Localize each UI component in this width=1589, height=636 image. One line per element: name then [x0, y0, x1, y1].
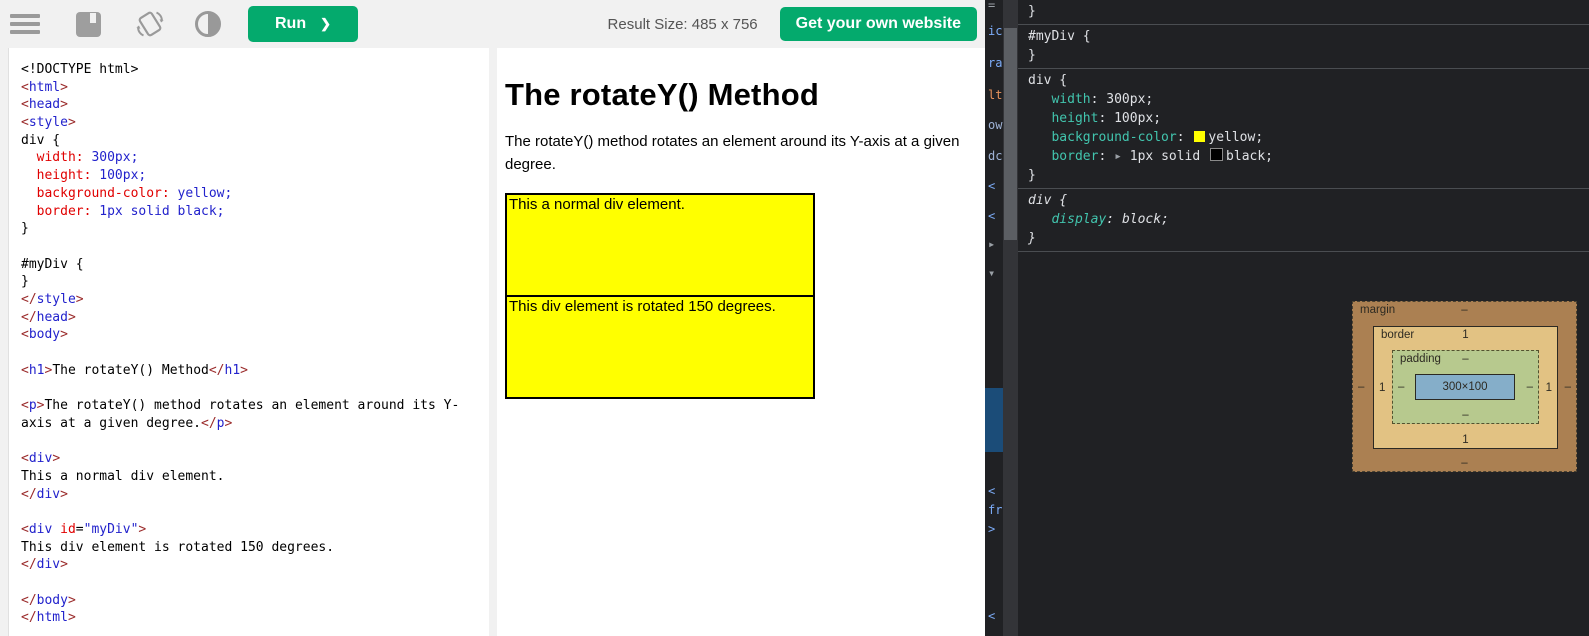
run-chevron-icon: ❯ [320, 16, 331, 31]
tree-fragment: > [988, 522, 996, 536]
tree-fragment: < [988, 179, 996, 193]
arrow-head [159, 19, 164, 23]
border-right-value[interactable]: 1 [1545, 381, 1552, 394]
content-size-value: 300×100 [1442, 381, 1488, 393]
result-heading: The rotateY() Method [505, 77, 819, 112]
style-rule-mydiv[interactable]: #myDiv {} [1018, 25, 1589, 69]
code-editor[interactable]: <!DOCTYPE html><html><head><style>div { … [21, 62, 460, 626]
menu-icon[interactable] [10, 10, 40, 38]
expand-arrow-icon[interactable]: ▸ [988, 237, 996, 251]
menu-bar [10, 30, 40, 34]
save-icon[interactable] [76, 11, 101, 37]
arrow-head [136, 25, 141, 29]
tree-fragment: dc [988, 149, 1003, 163]
tryit-editor-window: Run ❯ Result Size: 485 x 756 Get your ow… [0, 0, 985, 636]
padding-left-value[interactable]: – [1398, 381, 1405, 393]
tree-fragment: ow [988, 118, 1003, 132]
padding-bottom-value[interactable]: – [1462, 409, 1469, 421]
tree-fragment: ic [988, 24, 1003, 38]
scrollbar-thumb[interactable] [1004, 28, 1017, 240]
result-frame: The rotateY() Method The rotateY() metho… [497, 48, 985, 636]
devtools-scrollbar[interactable] [1003, 0, 1018, 636]
menu-bar [10, 22, 40, 26]
tree-fragment: ra [988, 56, 1003, 70]
get-website-button[interactable]: Get your own website [779, 7, 977, 41]
tree-fragment: < [988, 609, 996, 623]
styles-panel: } #myDiv {} div { width: 300px; height: … [1018, 0, 1589, 636]
box-model-margin: margin – – – – border 1 1 1 1 padding – … [1352, 301, 1577, 472]
dark-mode-contrast-icon[interactable] [195, 11, 221, 37]
border-label: border [1381, 329, 1415, 341]
padding-label: padding [1400, 353, 1441, 365]
style-rule-div[interactable]: div { width: 300px; height: 100px; backg… [1018, 69, 1589, 189]
tree-fragment: < [988, 484, 996, 498]
tryit-toolbar: Run ❯ Result Size: 485 x 756 Get your ow… [0, 0, 985, 48]
elements-tree-strip[interactable]: = ic ra lt ow dc < < ▸ ▾ < fr > < [985, 0, 1003, 636]
box-model-content[interactable]: 300×100 [1415, 374, 1515, 400]
result-paragraph: The rotateY() method rotates an element … [505, 133, 960, 173]
box-model-diagram: margin – – – – border 1 1 1 1 padding – … [1352, 301, 1577, 472]
rotated-div: This div element is rotated 150 degrees. [505, 295, 815, 399]
collapse-arrow-icon[interactable]: ▾ [988, 266, 996, 280]
tree-fragment: < [988, 209, 996, 223]
margin-top-value[interactable]: – [1461, 304, 1468, 316]
box-model-border: border 1 1 1 1 padding – – – – 300×100 [1373, 326, 1558, 449]
menu-bar [10, 14, 40, 18]
padding-top-value[interactable]: – [1462, 353, 1469, 365]
tree-fragment: = [988, 0, 996, 12]
style-rule-user-agent[interactable]: div { display: block;} [1018, 189, 1589, 252]
result-size-label: Result Size: 485 x 756 [607, 15, 758, 33]
border-left-value[interactable]: 1 [1379, 381, 1386, 394]
tree-fragment: fr [988, 503, 1003, 517]
margin-left-value[interactable]: – [1358, 380, 1365, 393]
normal-div: This a normal div element. [505, 193, 815, 297]
tree-fragment: lt [988, 88, 1003, 102]
margin-label: margin [1360, 304, 1396, 316]
code-editor-panel[interactable]: <!DOCTYPE html><html><head><style>div { … [8, 48, 489, 636]
devtools-panel: = ic ra lt ow dc < < ▸ ▾ < fr > < } #myD… [985, 0, 1589, 636]
border-top-value[interactable]: 1 [1462, 329, 1469, 341]
style-rule-end[interactable]: } [1018, 0, 1589, 25]
run-label: Run [274, 15, 307, 32]
border-bottom-value[interactable]: 1 [1462, 434, 1469, 446]
box-model-padding: padding – – – – 300×100 [1392, 350, 1539, 424]
run-button[interactable]: Run ❯ [248, 6, 358, 42]
elements-tree-selection[interactable] [985, 388, 1003, 452]
padding-right-value[interactable]: – [1526, 381, 1533, 393]
margin-bottom-value[interactable]: – [1461, 457, 1468, 469]
margin-right-value[interactable]: – [1564, 380, 1571, 393]
change-orientation-icon[interactable] [135, 9, 165, 39]
